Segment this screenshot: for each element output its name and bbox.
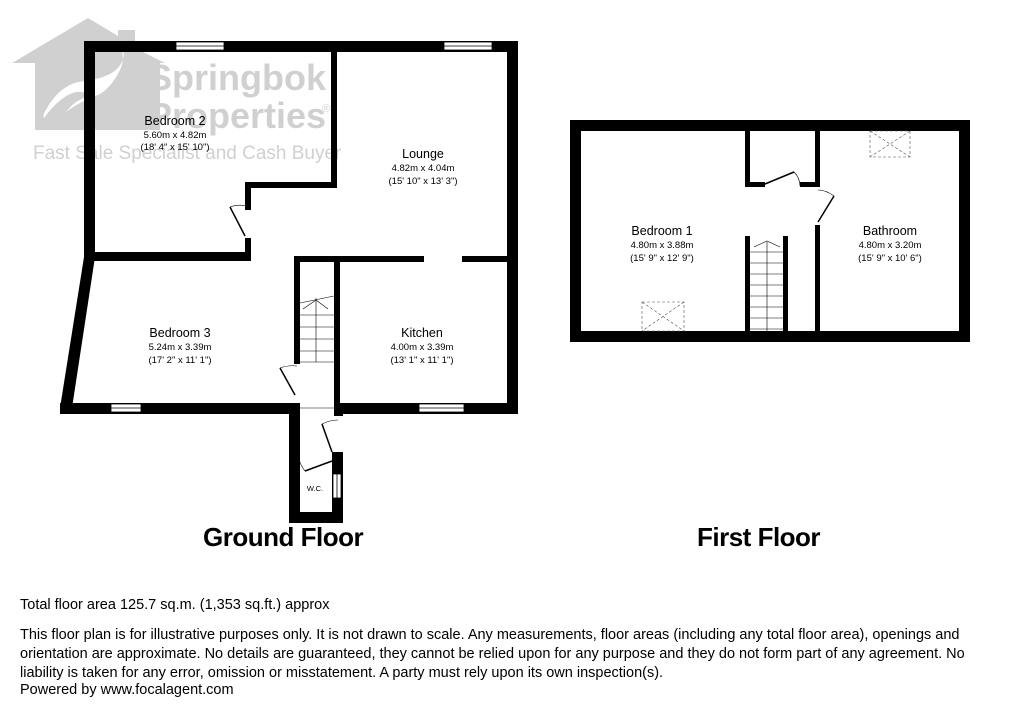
room-imperial-bedroom-1: (15' 9" x 12' 9") — [630, 253, 694, 264]
room-imperial-kitchen: (13' 1" x 11' 1") — [390, 355, 453, 366]
first-floor-title: First Floor — [697, 522, 821, 552]
room-metric-bedroom-2: 5.60m x 4.82m — [144, 130, 207, 141]
ground-floor-title: Ground Floor — [203, 522, 364, 552]
room-metric-bathroom: 4.80m x 3.20m — [859, 240, 922, 251]
watermark-brand-line2: Properties — [148, 95, 326, 136]
room-name-bathroom: Bathroom — [863, 224, 917, 238]
room-name-lounge: Lounge — [402, 147, 444, 161]
skylight — [869, 130, 911, 158]
room-imperial-bathroom: (15' 9" x 10' 6") — [858, 253, 922, 264]
room-metric-lounge: 4.82m x 4.04m — [392, 163, 455, 174]
watermark-registered-mark: ® — [322, 103, 330, 115]
first-floor-stairs — [750, 240, 783, 331]
watermark-tagline: Fast Sale Specialist and Cash Buyer — [33, 143, 342, 164]
springbok-icon — [43, 43, 124, 118]
room-imperial-lounge: (15' 10" x 13' 3") — [389, 176, 458, 187]
ground-floor-room-labels: Bedroom 2 5.60m x 4.82m (18' 4" x 15' 10… — [141, 114, 458, 493]
floor-plan-drawing: Springbok Properties ® Fast Sale Special… — [12, 18, 970, 523]
room-name-bedroom-1: Bedroom 1 — [631, 224, 692, 238]
room-metric-bedroom-1: 4.80m x 3.88m — [631, 240, 694, 251]
first-floor-walls — [570, 120, 970, 342]
ground-floor-windows — [110, 41, 493, 499]
room-name-kitchen: Kitchen — [401, 326, 443, 340]
ground-floor-doors — [229, 204, 339, 472]
room-name-bedroom-2: Bedroom 2 — [144, 114, 205, 128]
room-imperial-bedroom-3: (17' 2" x 11' 1") — [148, 355, 211, 366]
skylights — [641, 130, 911, 332]
room-name-wc: W.C. — [307, 484, 323, 493]
watermark-brand-line1: Springbok — [148, 57, 327, 98]
first-floor-doors — [764, 171, 835, 223]
disclaimer-text: This floor plan is for illustrative purp… — [20, 627, 965, 681]
room-metric-bedroom-3: 5.24m x 3.39m — [149, 342, 212, 353]
total-floor-area: Total floor area 125.7 sq.m. (1,353 sq.f… — [20, 597, 330, 613]
first-floor-room-labels: Bedroom 1 4.80m x 3.88m (15' 9" x 12' 9"… — [630, 224, 922, 264]
room-imperial-bedroom-2: (18' 4" x 15' 10") — [141, 142, 210, 153]
room-name-bedroom-3: Bedroom 3 — [149, 326, 210, 340]
powered-by-text: Powered by www.focalagent.com — [20, 682, 234, 698]
room-metric-kitchen: 4.00m x 3.39m — [391, 342, 454, 353]
skylight — [641, 301, 685, 332]
ground-floor-stairs — [299, 295, 335, 363]
